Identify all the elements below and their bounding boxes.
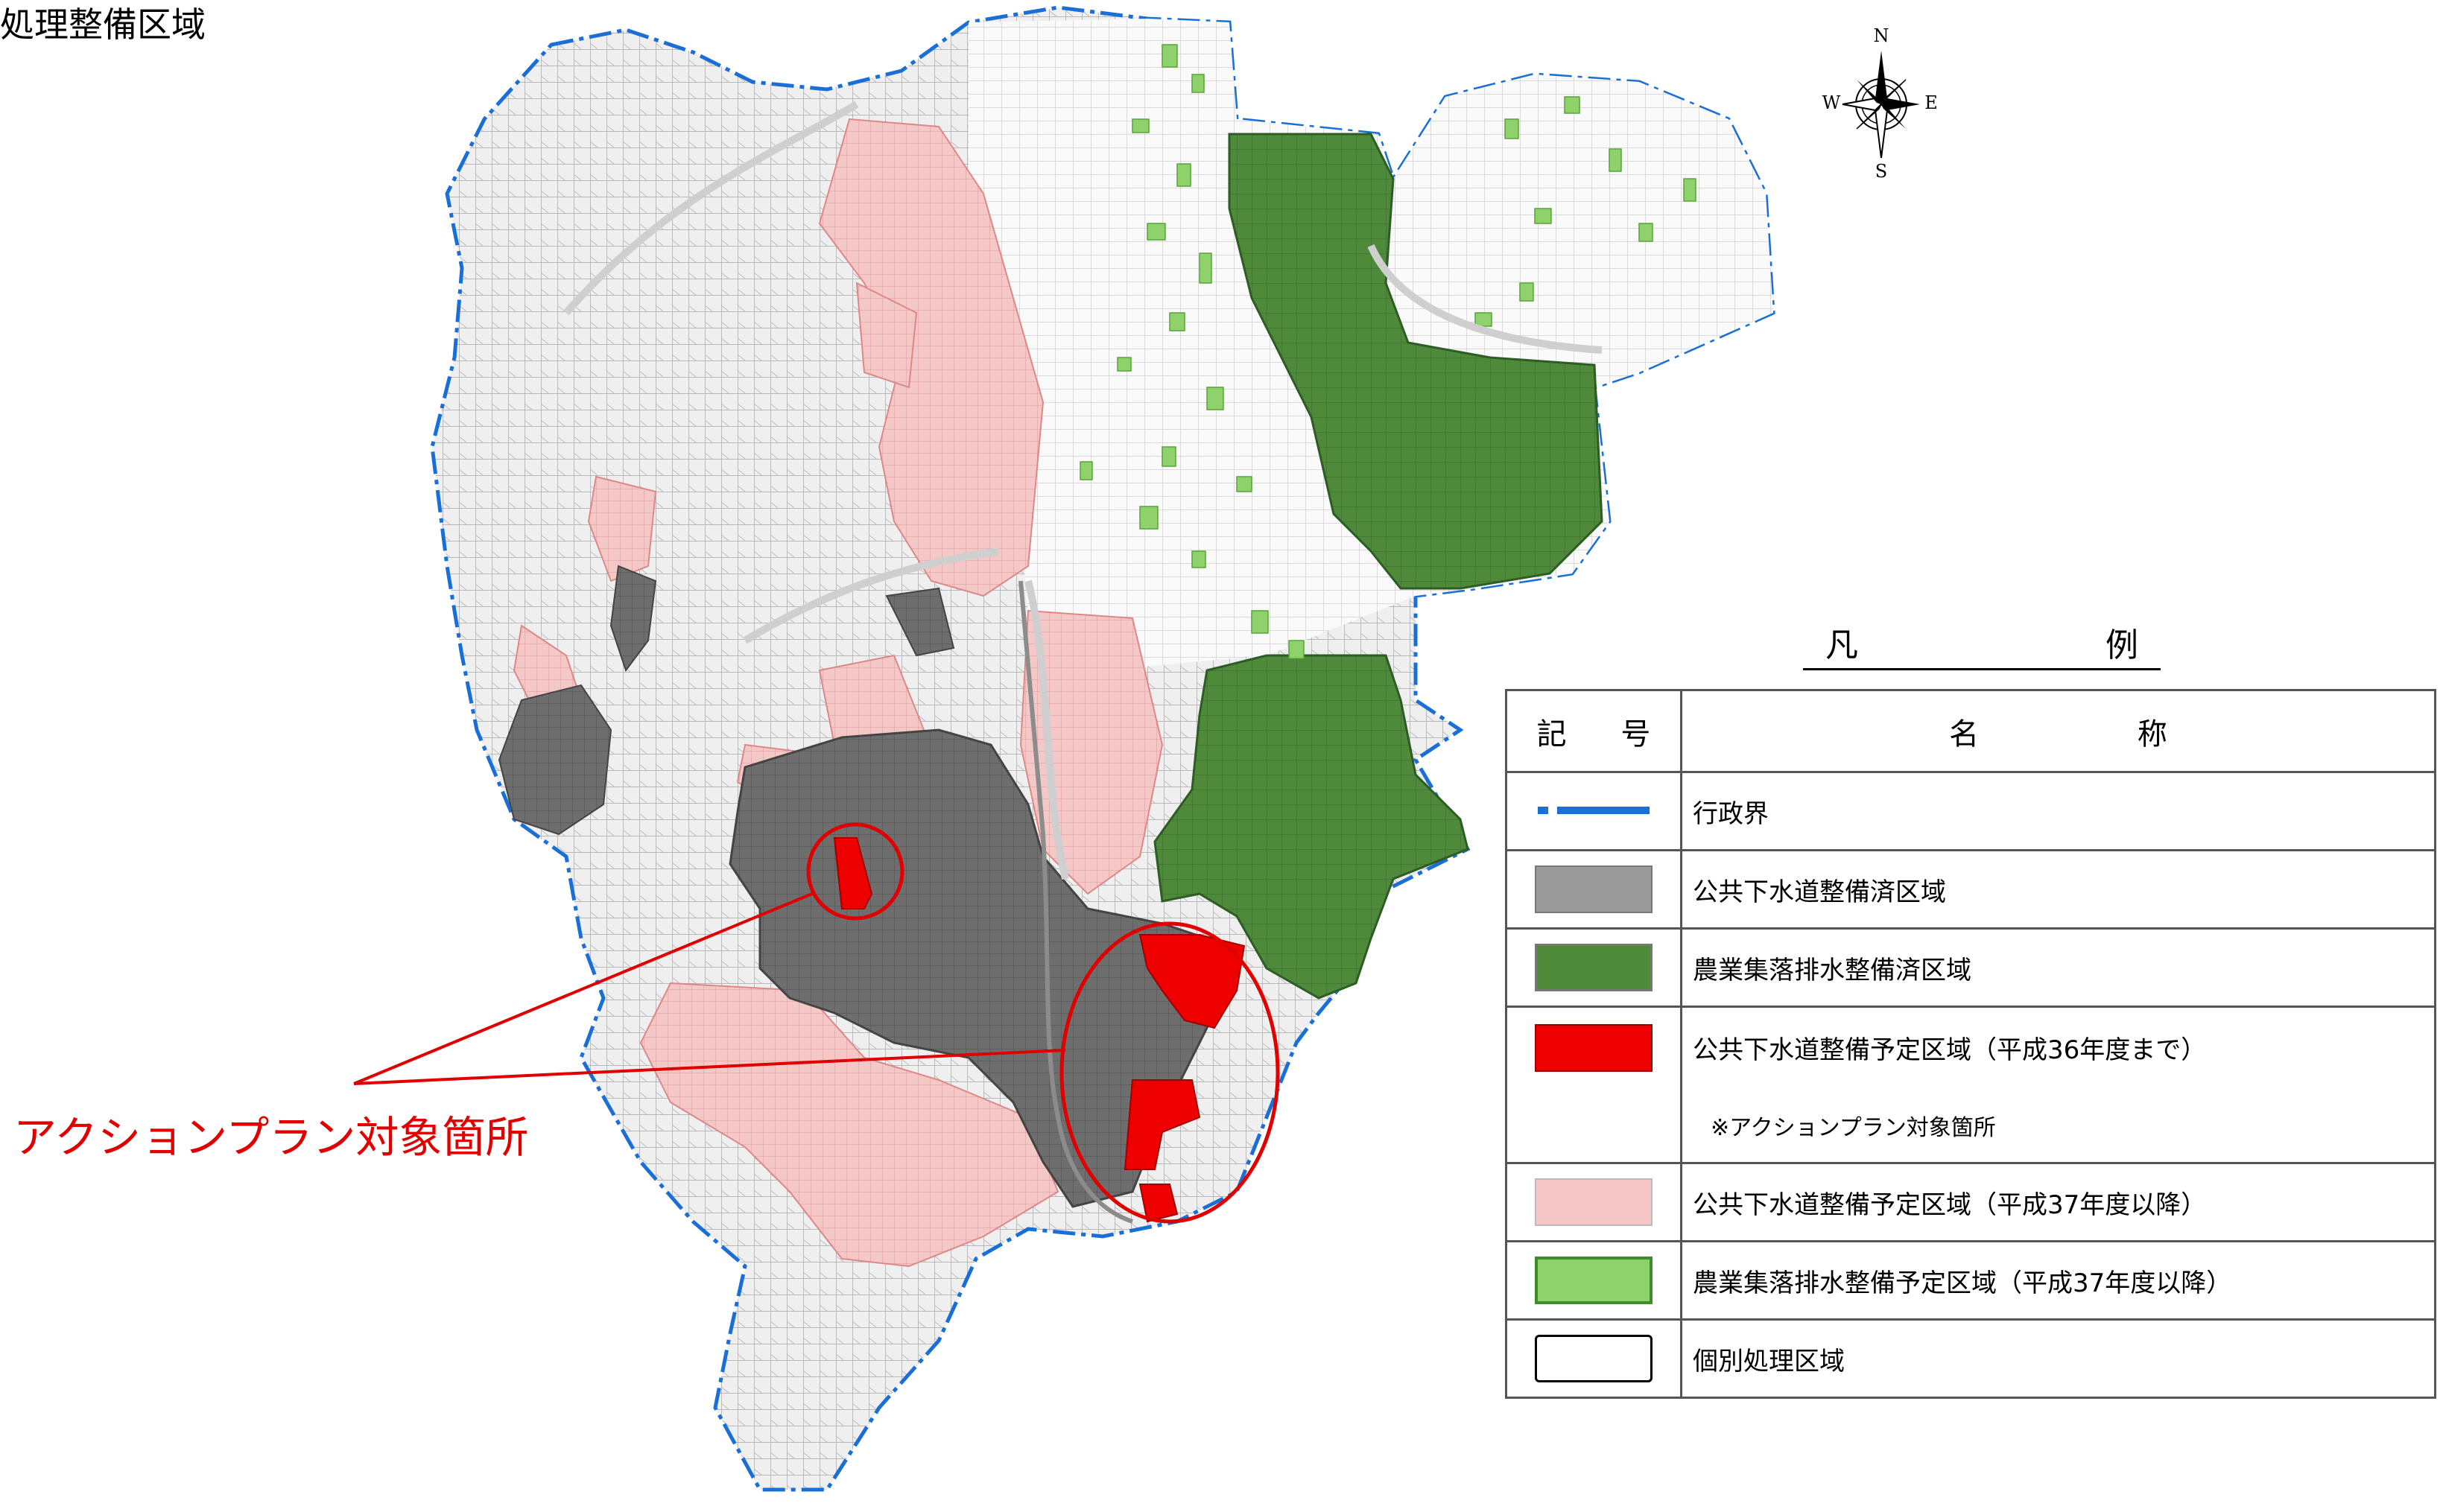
legend-row: 個別処理区域 — [1505, 1318, 2436, 1399]
legend-symbol — [1505, 1162, 1682, 1242]
legend-symbol — [1505, 1318, 1682, 1399]
compass-n: N — [1874, 25, 1889, 46]
callout-leader-2 — [353, 1049, 1066, 1085]
legend-note: ※アクションプラン対象箇所 — [1711, 1115, 1996, 1141]
legend-row: 公共下水道整備済区域 — [1505, 849, 2436, 930]
callout-leader-1 — [353, 892, 813, 1085]
legend-row: 農業集落排水整備済区域 — [1505, 927, 2436, 1008]
legend-label: 個別処理区域 — [1680, 1318, 2436, 1399]
legend-symbol — [1505, 927, 1682, 1008]
legend-label: 公共下水道整備済区域 — [1680, 849, 2436, 930]
legend-heading-left: 凡 — [1825, 626, 1858, 664]
red-swatch-icon — [1535, 1024, 1653, 1072]
compass-w: W — [1822, 92, 1841, 113]
legend-symbol — [1505, 1006, 1682, 1164]
legend-row: 公共下水道整備予定区域（平成36年度まで） ※アクションプラン対象箇所 — [1505, 1006, 2436, 1164]
legend-header-symbol-b: 号 — [1620, 717, 1651, 752]
legend-header-name-b: 称 — [2137, 717, 2167, 752]
compass-e: E — [1924, 92, 1938, 113]
legend-heading: 凡 例 — [1796, 618, 2161, 670]
page-title: 処理整備区域 — [0, 4, 206, 45]
legend-heading-right: 例 — [2105, 626, 2138, 664]
callout-ellipse-east — [1059, 921, 1280, 1224]
legend-header-symbol: 記 号 — [1505, 689, 1682, 773]
public-completed-west — [498, 684, 612, 836]
legend-header-symbol-a: 記 — [1536, 717, 1567, 752]
boundary-line-icon — [1538, 807, 1650, 814]
legend-row: 公共下水道整備予定区域（平成37年度以降） — [1505, 1162, 2436, 1242]
legend-label: 公共下水道整備予定区域（平成37年度以降） — [1680, 1162, 2436, 1242]
legend-header-row: 記 号 名 称 — [1505, 689, 2436, 773]
pink-swatch-icon — [1535, 1178, 1653, 1226]
compass-rose: N S W E — [1818, 22, 1945, 182]
dark-green-swatch-icon — [1535, 944, 1653, 991]
legend-header-name: 名 称 — [1680, 689, 2436, 773]
legend-symbol — [1505, 849, 1682, 930]
legend-label: 農業集落排水整備済区域 — [1680, 927, 2436, 1008]
legend-label: 公共下水道整備予定区域（平成36年度まで） — [1693, 1035, 2207, 1065]
roads — [563, 101, 1603, 880]
agri-planned-patches — [1080, 44, 1696, 659]
agri-completed-south — [1153, 654, 1469, 1000]
legend-row: 農業集落排水整備予定区域（平成37年度以降） — [1505, 1240, 2436, 1321]
legend-table: 記 号 名 称 行政界 公共下水道整備済区域 農業集落排水整備済区域 公共下水道… — [1505, 689, 2436, 1399]
legend-label: 農業集落排水整備予定区域（平成37年度以降） — [1680, 1240, 2436, 1321]
legend-label-group: 公共下水道整備予定区域（平成36年度まで） ※アクションプラン対象箇所 — [1680, 1006, 2436, 1164]
callout-label: アクションプラン対象箇所 — [13, 1112, 529, 1163]
agri-completed-north — [1228, 133, 1603, 590]
callout-ellipse-west — [806, 822, 904, 921]
white-swatch-icon — [1535, 1335, 1653, 1382]
legend-symbol — [1505, 1240, 1682, 1321]
light-green-swatch-icon — [1535, 1257, 1653, 1304]
legend-symbol — [1505, 771, 1682, 851]
legend-label: 行政界 — [1680, 771, 2436, 851]
legend-header-name-a: 名 — [1949, 717, 1980, 752]
gray-swatch-icon — [1535, 865, 1653, 913]
compass-s: S — [1875, 161, 1887, 179]
legend-row: 行政界 — [1505, 771, 2436, 851]
